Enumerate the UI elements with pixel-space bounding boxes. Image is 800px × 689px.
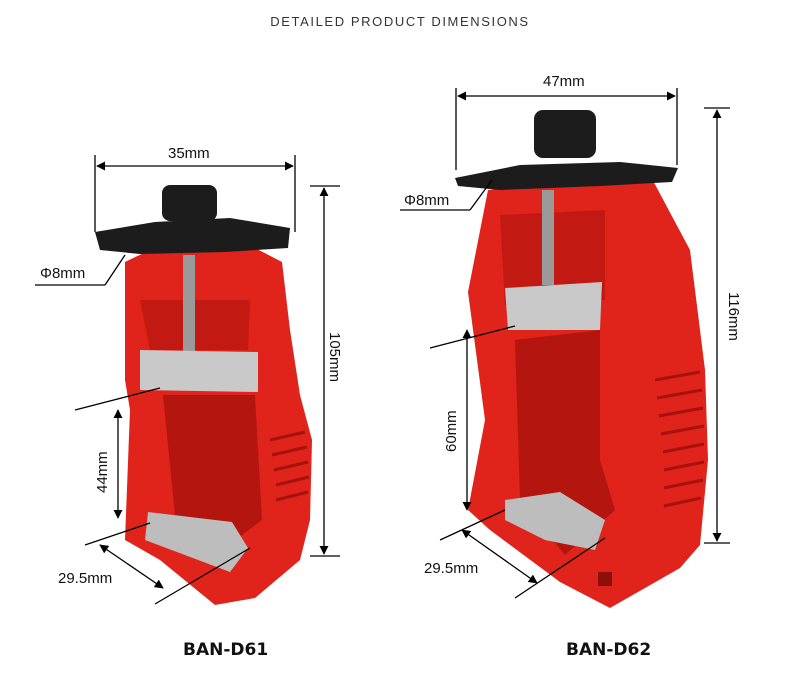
ban-d61-width-label: 35mm xyxy=(168,145,210,162)
ban-d62-hole-label: Φ8mm xyxy=(404,192,450,209)
ban-d62-height-label: 116mm xyxy=(725,292,742,341)
ban-d62-model-label: BAN-D62 xyxy=(566,640,652,660)
ban-d61-opening-label: 44mm xyxy=(94,451,111,493)
ban-d61-model-label: BAN-D61 xyxy=(183,640,269,660)
ban-d61-hole-label: Φ8mm xyxy=(40,265,86,282)
ban-d61-height-label: 105mm xyxy=(326,332,343,383)
ban-d61-depth-label: 29.5mm xyxy=(58,570,113,587)
ban-d62-depth-label: 29.5mm xyxy=(424,560,479,577)
ban-d62-width-label: 47mm xyxy=(543,73,585,90)
ban-d62-opening-label: 60mm xyxy=(443,410,460,452)
device-ban-d61-image xyxy=(95,185,312,605)
device-ban-d62-image xyxy=(455,110,708,608)
page-title: DETAILED PRODUCT DIMENSIONS xyxy=(270,14,530,29)
